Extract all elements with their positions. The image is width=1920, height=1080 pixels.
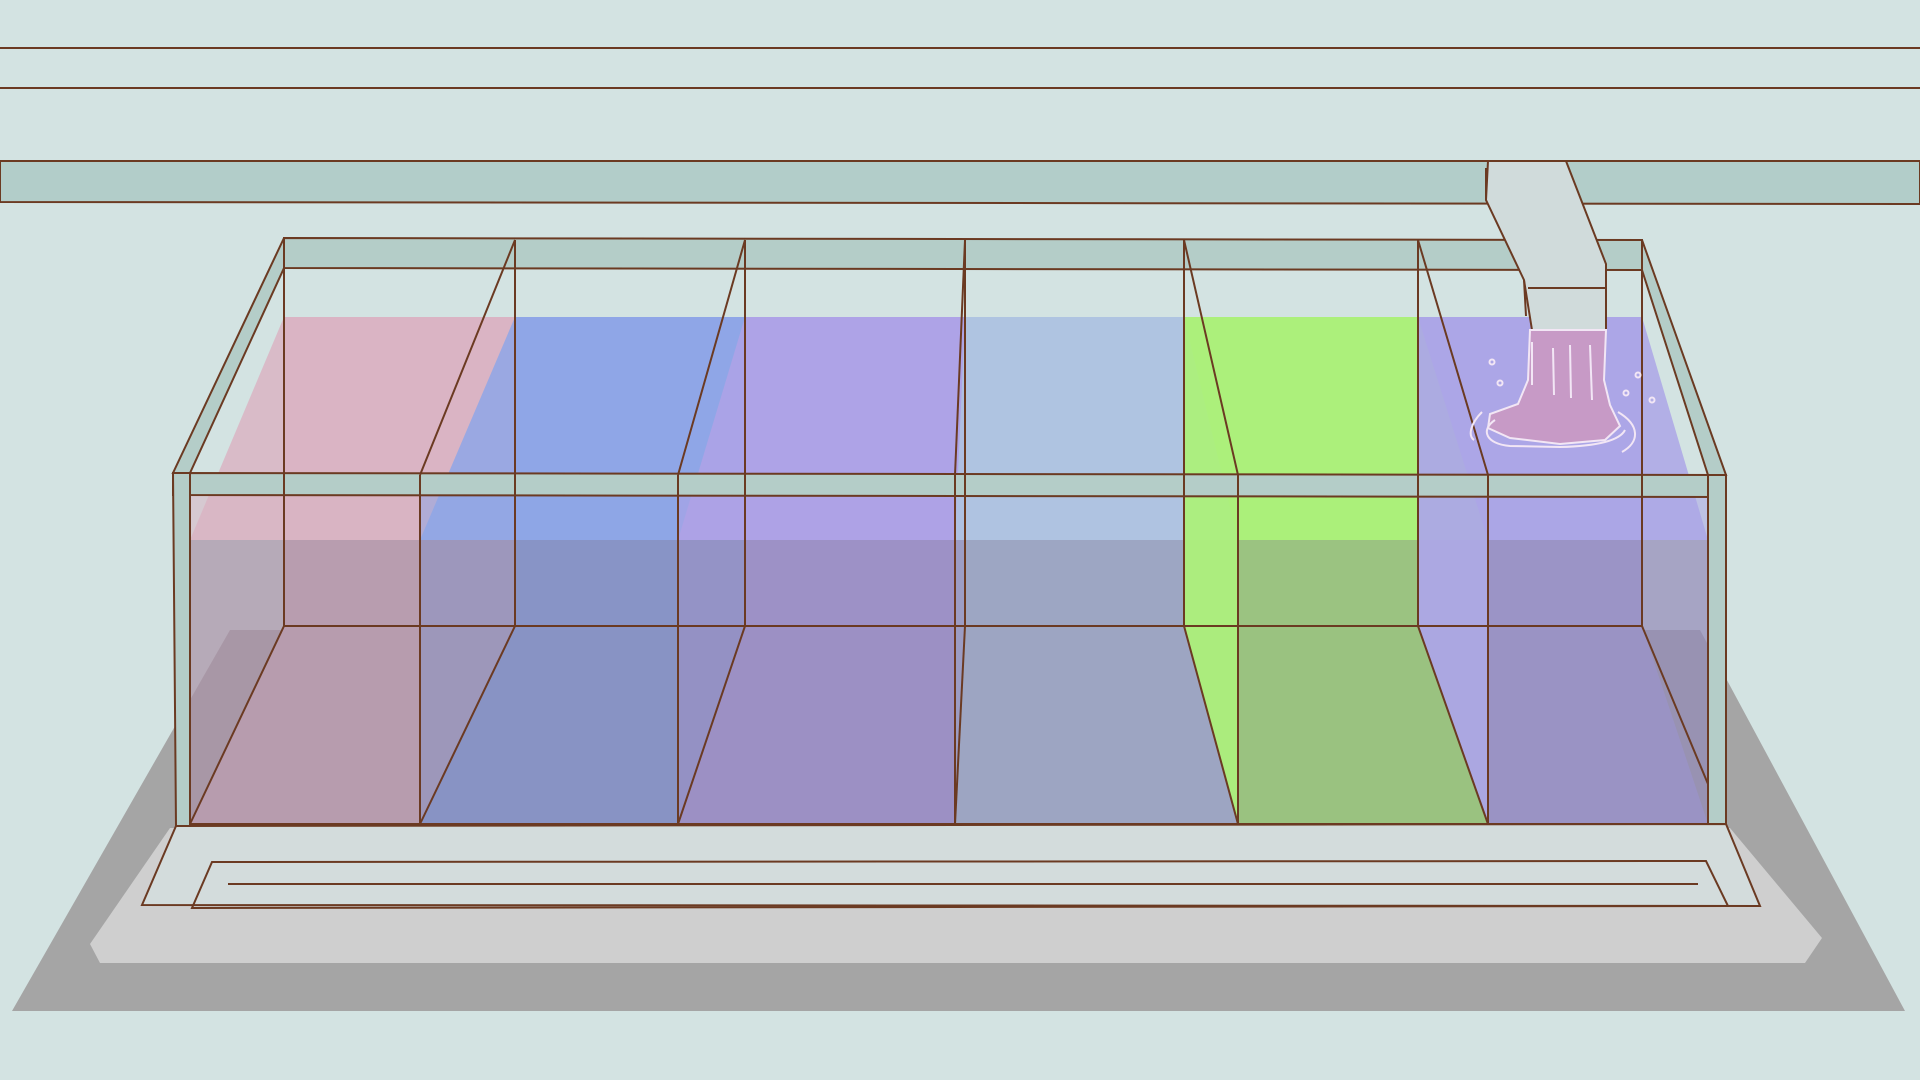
base-plate (140, 822, 1762, 908)
tank-frame (171, 236, 1728, 827)
compartment-fills (190, 317, 1708, 824)
base-plate-inset (190, 859, 1730, 910)
ceiling-rails (0, 47, 1920, 89)
rail-band (0, 160, 1920, 206)
spout-pipe-icon (1484, 160, 1607, 331)
liquid-stream-icon (1469, 329, 1656, 453)
